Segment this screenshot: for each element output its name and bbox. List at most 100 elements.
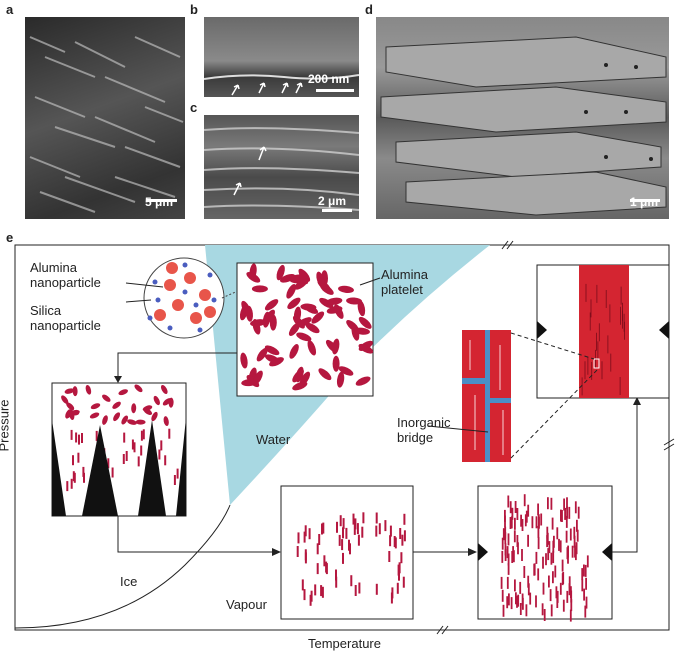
dried-platelet (357, 534, 360, 546)
silica-nanoparticle (182, 262, 188, 268)
alumina-nanoparticle (164, 279, 176, 291)
axis-break-top (501, 240, 514, 250)
pressed-platelet (555, 586, 558, 599)
aligned-platelet (72, 455, 74, 466)
press-arrow-right (602, 543, 612, 561)
zoom-dashed-line-top (510, 332, 595, 360)
pressed-platelet (568, 576, 571, 589)
pressed-platelet (521, 593, 524, 606)
alumina-platelet (300, 303, 317, 311)
pressed-platelet (502, 604, 505, 617)
scale-label-b: 200 nm (308, 72, 350, 86)
freezing-platelet (118, 389, 128, 396)
dried-platelet (354, 585, 357, 596)
pressed-platelet (566, 590, 569, 603)
pressed-platelet (581, 568, 584, 581)
alumina-platelet (288, 322, 301, 336)
pressed-platelet (519, 581, 522, 594)
pressed-platelet (504, 532, 507, 545)
sem-image-a (25, 17, 185, 219)
dried-platelet (378, 523, 381, 535)
arrow-head-freezing (114, 376, 122, 383)
ice-crystal (138, 420, 166, 516)
alumina-platelet (311, 311, 325, 324)
pressed-platelet (506, 596, 509, 609)
dried-platelet (396, 582, 399, 594)
pressed-platelet (551, 517, 554, 530)
pressed-platelet (575, 548, 577, 561)
aligned-platelet (66, 481, 69, 492)
scale-bar-d (630, 199, 660, 202)
alumina-platelet (280, 273, 296, 283)
pressed-platelet (561, 510, 563, 522)
alumina-platelet (252, 370, 263, 385)
aligned-platelet (70, 478, 73, 489)
pressed-platelet (548, 541, 551, 554)
alumina-nanoparticle-pointer (125, 282, 164, 288)
alumina-platelet (286, 284, 297, 299)
dried-platelet (390, 592, 393, 604)
silica-nanoparticle-pointer (125, 299, 152, 303)
dried-platelet (400, 552, 403, 564)
dried-platelet (361, 526, 364, 538)
aligned-platelet (122, 454, 125, 464)
dried-platelet (304, 525, 307, 537)
panel-c-letter: c (190, 100, 198, 115)
aligned-platelet (142, 429, 145, 440)
alumina-platelet (357, 300, 366, 317)
dried-platelet (303, 589, 306, 601)
dried-platelet (348, 539, 350, 551)
alumina-nanoparticle (199, 289, 211, 301)
pressed-platelet (508, 593, 510, 606)
pressed-platelet (521, 549, 523, 561)
dried-platelet (323, 555, 326, 567)
pressed-platelet (531, 516, 534, 529)
pressed-platelet (527, 504, 530, 517)
pressed-platelet (560, 509, 562, 522)
dried-platelet (394, 537, 397, 549)
inorganic-bridge-label: Inorganic bridge (397, 415, 451, 445)
pressed-platelet (552, 551, 555, 564)
freezing-platelet (85, 384, 92, 395)
dried-platelet (375, 525, 378, 537)
alumina-platelet (307, 340, 317, 356)
sem-texture-b (204, 74, 359, 96)
alumina-platelet (358, 316, 372, 329)
dried-platelet (303, 531, 306, 543)
pressed-platelet (542, 582, 545, 595)
vapour-label: Vapour (226, 597, 267, 612)
ice-vapour-boundary (14, 504, 231, 629)
alumina-nanoparticle (172, 299, 184, 311)
alumina-platelet (292, 381, 308, 391)
dried-platelet (325, 561, 328, 573)
pressed-platelet (511, 507, 514, 520)
pressed-platelet (512, 546, 514, 559)
alumina-platelet (264, 345, 280, 356)
pressed-platelet (501, 537, 504, 550)
pressed-platelet (576, 529, 579, 542)
pressed-platelet (576, 519, 578, 532)
dried-platelet (389, 525, 392, 537)
pressed-platelet (523, 566, 526, 578)
alumina-platelet (326, 297, 343, 305)
pressed-platelet (545, 553, 547, 566)
silica-nanoparticle (207, 272, 213, 278)
pressed-platelet (527, 583, 530, 596)
pressed-platelet (504, 549, 507, 561)
pressed-platelet (583, 588, 585, 601)
dried-platelet (309, 594, 312, 606)
dried-platelet (297, 532, 300, 544)
dried-platelet (308, 528, 311, 540)
pressed-platelet (581, 579, 584, 592)
alumina-platelet (332, 355, 340, 372)
scale-label-a: 5 μm (145, 195, 174, 209)
pressed-platelet (570, 599, 573, 612)
pressed-platelet (586, 555, 589, 568)
aligned-platelet (83, 472, 85, 483)
alumina-platelet (358, 343, 374, 354)
dried-platelet (316, 543, 319, 555)
pressed-platelet (550, 497, 553, 510)
freezing-platelet (163, 416, 169, 427)
aligned-platelet (95, 430, 98, 441)
panel-d-letter: d (365, 2, 373, 17)
